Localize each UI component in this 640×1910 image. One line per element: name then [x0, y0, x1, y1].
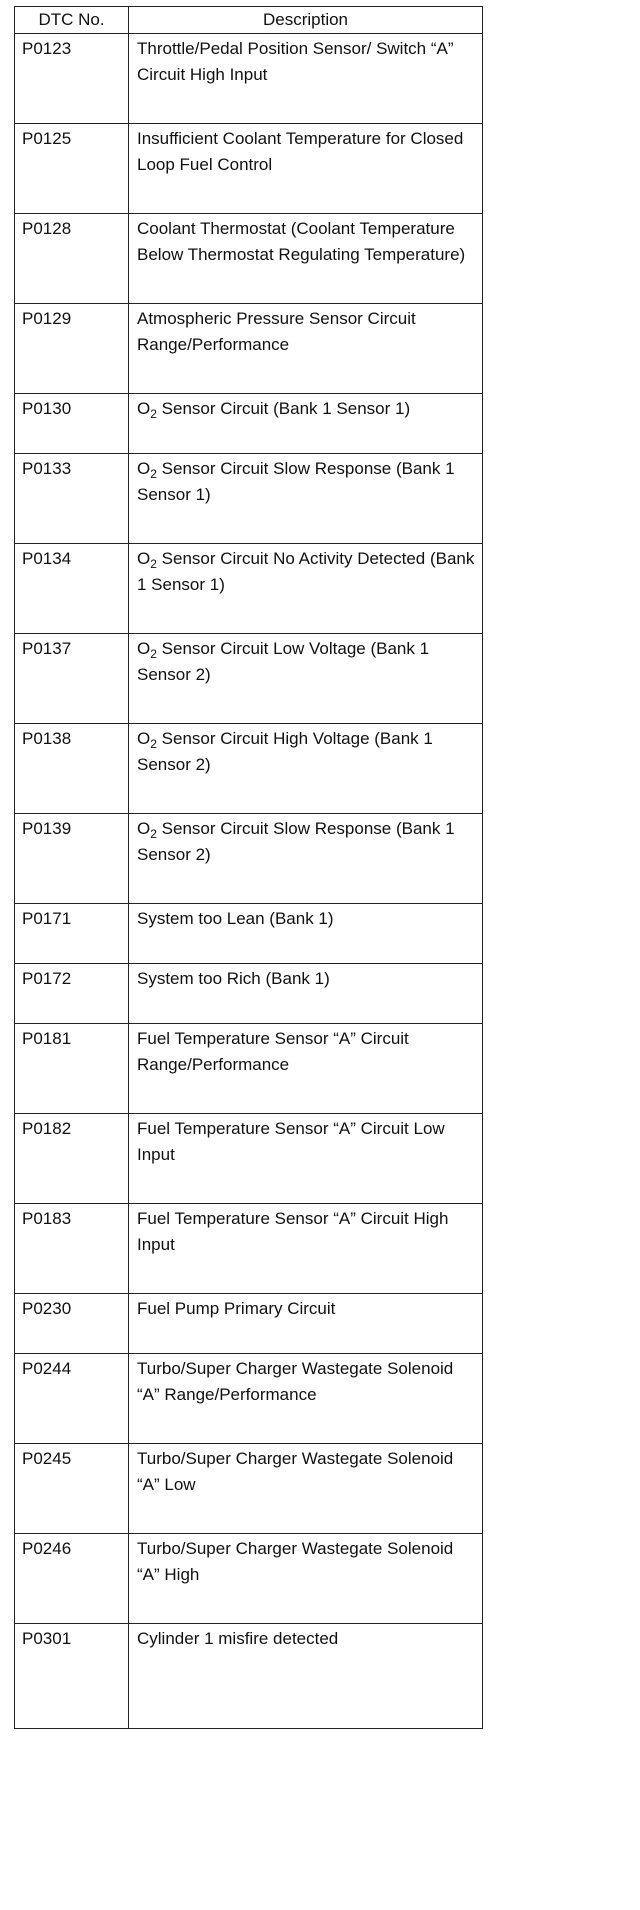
dtc-code-cell: P0230 — [14, 1293, 129, 1354]
dtc-code-cell: P0181 — [14, 1023, 129, 1114]
dtc-code-cell: P0172 — [14, 963, 129, 1024]
column-header-dtc-no: DTC No. — [14, 6, 129, 34]
dtc-code-cell: P0134 — [14, 543, 129, 634]
dtc-description-cell: O2 Sensor Circuit High Voltage (Bank 1 S… — [128, 723, 483, 814]
dtc-description-cell: O2 Sensor Circuit Slow Response (Bank 1 … — [128, 453, 483, 544]
dtc-code-cell: P0123 — [14, 33, 129, 124]
dtc-code-cell: P0171 — [14, 903, 129, 964]
dtc-description-cell: System too Lean (Bank 1) — [128, 903, 483, 964]
dtc-description-cell: Turbo/Super Charger Wastegate Solenoid “… — [128, 1353, 483, 1444]
dtc-description-cell: O2 Sensor Circuit Low Voltage (Bank 1 Se… — [128, 633, 483, 724]
dtc-code-cell: P0139 — [14, 813, 129, 904]
dtc-description-cell: Insufficient Coolant Temperature for Clo… — [128, 123, 483, 214]
table-header-row: DTC No. Description — [14, 6, 483, 34]
dtc-code-cell: P0130 — [14, 393, 129, 454]
dtc-code-cell: P0138 — [14, 723, 129, 814]
column-header-description: Description — [128, 6, 483, 34]
dtc-description-cell: O2 Sensor Circuit No Activity Detected (… — [128, 543, 483, 634]
dtc-code-cell: P0128 — [14, 213, 129, 304]
dtc-code-cell: P0245 — [14, 1443, 129, 1534]
dtc-description-cell: O2 Sensor Circuit (Bank 1 Sensor 1) — [128, 393, 483, 454]
dtc-description-cell: Fuel Temperature Sensor “A” Circuit Rang… — [128, 1023, 483, 1114]
dtc-code-cell: P0129 — [14, 303, 129, 394]
dtc-code-cell: P0137 — [14, 633, 129, 724]
dtc-code-cell: P0246 — [14, 1533, 129, 1624]
dtc-description-cell: System too Rich (Bank 1) — [128, 963, 483, 1024]
dtc-description-cell: Fuel Temperature Sensor “A” Circuit Low … — [128, 1113, 483, 1204]
dtc-code-cell: P0244 — [14, 1353, 129, 1444]
dtc-code-cell: P0183 — [14, 1203, 129, 1294]
dtc-description-cell: Cylinder 1 misfire detected — [128, 1623, 483, 1729]
dtc-code-cell: P0125 — [14, 123, 129, 214]
dtc-description-cell: Turbo/Super Charger Wastegate Solenoid “… — [128, 1533, 483, 1624]
dtc-code-cell: P0133 — [14, 453, 129, 544]
dtc-description-cell: Throttle/Pedal Position Sensor/ Switch “… — [128, 33, 483, 124]
dtc-code-cell: P0182 — [14, 1113, 129, 1204]
dtc-description-cell: Turbo/Super Charger Wastegate Solenoid “… — [128, 1443, 483, 1534]
dtc-description-cell: Atmospheric Pressure Sensor Circuit Rang… — [128, 303, 483, 394]
dtc-description-cell: Fuel Temperature Sensor “A” Circuit High… — [128, 1203, 483, 1294]
dtc-description-cell: Coolant Thermostat (Coolant Temperature … — [128, 213, 483, 304]
dtc-description-cell: O2 Sensor Circuit Slow Response (Bank 1 … — [128, 813, 483, 904]
dtc-description-cell: Fuel Pump Primary Circuit — [128, 1293, 483, 1354]
dtc-code-cell: P0301 — [14, 1623, 129, 1729]
